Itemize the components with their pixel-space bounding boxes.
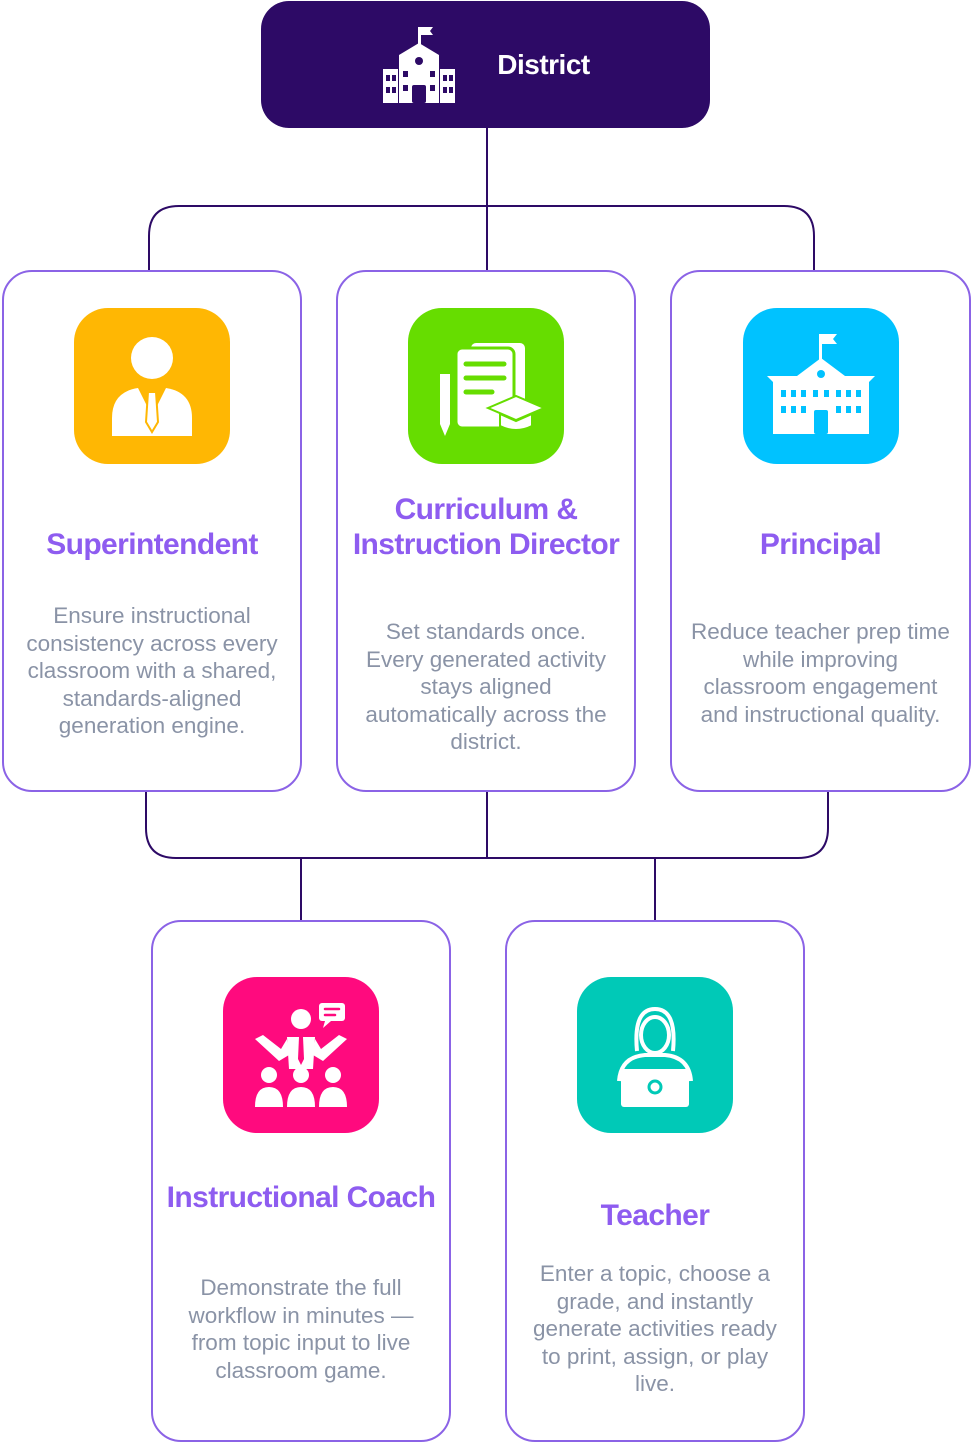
district-label: District [497, 48, 590, 80]
teacher-tile [577, 977, 733, 1133]
card-instructional-coach: Instructional Coach Demonstrate the full… [151, 920, 451, 1442]
school-building-icon [766, 334, 875, 434]
curriculum-director-tile [408, 308, 564, 464]
card-curriculum-director: Curriculum & Instruction Director Set st… [336, 270, 636, 792]
instructional-coach-tile [223, 977, 379, 1133]
principal-description: Reduce teacher prep time while improving… [691, 619, 950, 727]
district-node: District [261, 1, 710, 128]
teacher-title: Teacher [600, 1199, 710, 1232]
school-building-icon [383, 26, 456, 103]
curriculum-director-description: Set standards once. Every generated acti… [365, 619, 607, 754]
teacher-with-laptop-icon [617, 1007, 693, 1107]
curriculum-documents-icon [440, 341, 546, 436]
instructional-coach-title: Instructional Coach [166, 1181, 436, 1214]
superintendent-description: Ensure instructional consistency across … [26, 603, 278, 738]
card-teacher: Teacher Enter a topic, choose a grade, a… [505, 920, 805, 1442]
teacher-description: Enter a topic, choose a grade, and insta… [533, 1261, 777, 1396]
instructional-coach-description: Demonstrate the full workflow in minutes… [188, 1275, 414, 1383]
administrator-icon [112, 337, 192, 436]
superintendent-title: Superintendent [46, 528, 258, 561]
curriculum-director-title: Curriculum & Instruction Director [352, 493, 620, 561]
principal-tile [742, 308, 899, 464]
card-superintendent: Superintendent Ensure instructional cons… [2, 270, 302, 792]
card-principal: Principal Reduce teacher prep time while… [670, 270, 971, 792]
presenter-with-audience-icon [255, 1003, 347, 1107]
principal-title: Principal [759, 528, 882, 561]
superintendent-tile [74, 308, 230, 464]
connector-row1-bracket [148, 205, 815, 270]
